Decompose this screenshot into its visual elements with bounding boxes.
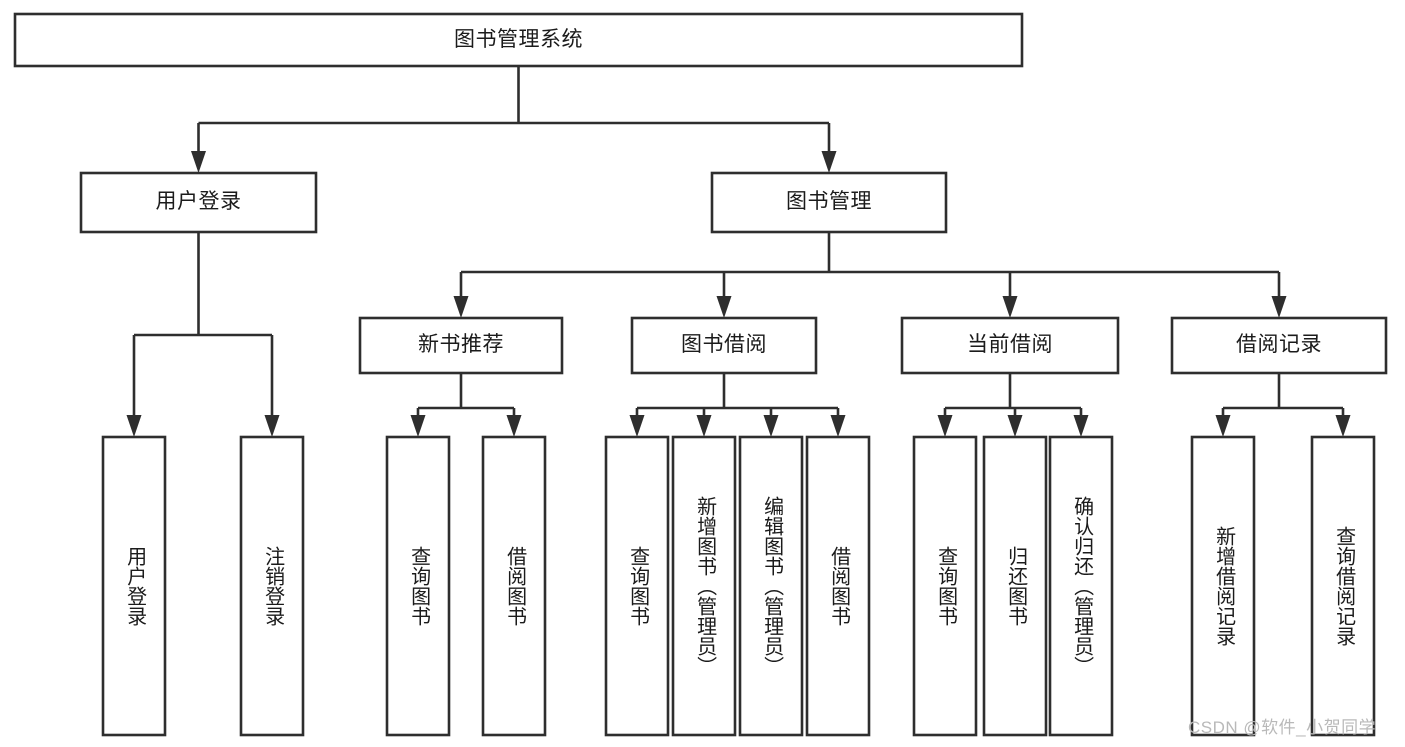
node-leaf-1[interactable] xyxy=(241,437,303,735)
node-leaf-0[interactable] xyxy=(103,437,165,735)
node-leaf-7-box[interactable] xyxy=(805,435,871,737)
node-leaf-6-box[interactable] xyxy=(738,435,804,737)
node-leaf-10[interactable] xyxy=(1050,437,1112,735)
node-l3-3[interactable] xyxy=(1172,318,1386,373)
node-root-box[interactable] xyxy=(13,12,1024,68)
node-leaf-4[interactable] xyxy=(606,437,668,735)
node-leaf-5[interactable] xyxy=(673,437,735,735)
node-leaf-12[interactable] xyxy=(1312,437,1374,735)
node-leaf-9[interactable] xyxy=(984,437,1046,735)
node-l3-0[interactable] xyxy=(360,318,562,373)
node-leaf-11-box[interactable] xyxy=(1190,435,1256,737)
node-leaf-0-box[interactable] xyxy=(101,435,167,737)
node-root[interactable] xyxy=(15,14,1022,66)
node-l3-1[interactable] xyxy=(632,318,816,373)
node-leaf-8-box[interactable] xyxy=(912,435,978,737)
node-leaf-3[interactable] xyxy=(483,437,545,735)
node-l2-0[interactable] xyxy=(81,173,316,232)
node-leaf-6[interactable] xyxy=(740,437,802,735)
node-l3-2[interactable] xyxy=(902,318,1118,373)
node-leaf-9-box[interactable] xyxy=(982,435,1048,737)
node-l3-1-box[interactable] xyxy=(630,316,818,375)
node-l2-1[interactable] xyxy=(712,173,946,232)
node-leaf-1-box[interactable] xyxy=(239,435,305,737)
node-l3-0-box[interactable] xyxy=(358,316,564,375)
node-l2-0-box[interactable] xyxy=(79,171,318,234)
node-leaf-2-box[interactable] xyxy=(385,435,451,737)
edges-layer xyxy=(126,66,1351,437)
boxes-layer xyxy=(13,12,1388,737)
node-leaf-2[interactable] xyxy=(387,437,449,735)
node-leaf-11[interactable] xyxy=(1192,437,1254,735)
node-leaf-8[interactable] xyxy=(914,437,976,735)
node-leaf-3-box[interactable] xyxy=(481,435,547,737)
node-l3-2-box[interactable] xyxy=(900,316,1120,375)
node-leaf-7[interactable] xyxy=(807,437,869,735)
node-leaf-4-box[interactable] xyxy=(604,435,670,737)
node-l2-1-box[interactable] xyxy=(710,171,948,234)
node-leaf-10-box[interactable] xyxy=(1048,435,1114,737)
node-leaf-12-box[interactable] xyxy=(1310,435,1376,737)
node-l3-3-box[interactable] xyxy=(1170,316,1388,375)
node-leaf-5-box[interactable] xyxy=(671,435,737,737)
watermark-text: CSDN @软件_小贺同学 xyxy=(1188,718,1377,737)
